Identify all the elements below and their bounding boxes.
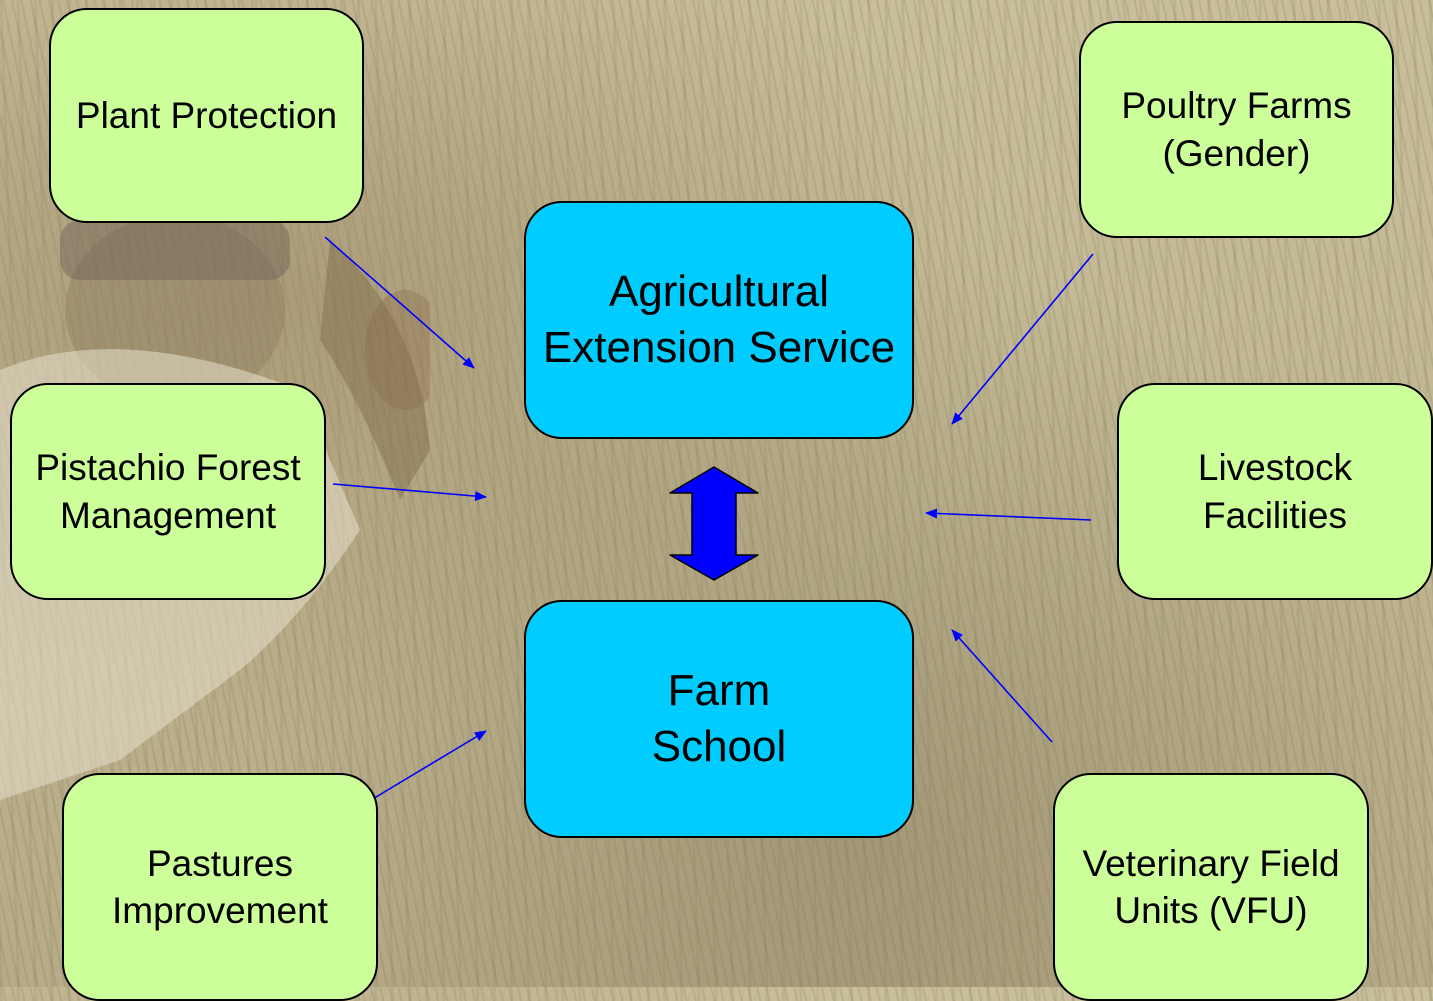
agricultural-extension-service-box: Agricultural Extension Service xyxy=(524,201,914,439)
farm-school-box: Farm School xyxy=(524,600,914,838)
poultry-arrow xyxy=(951,253,1094,425)
veterinary-field-units-label: Veterinary Field Units (VFU) xyxy=(1082,842,1340,931)
pistachio-forest-management-label: Pistachio Forest Management xyxy=(35,447,301,536)
plant-protection-arrow xyxy=(324,236,475,369)
vfu-arrow xyxy=(951,629,1053,743)
farm-school-label: Farm School xyxy=(651,665,787,771)
pistachio-arrow xyxy=(332,483,487,502)
pastures-improvement-box: Pastures Improvement xyxy=(62,773,378,1001)
plant-protection-label: Plant Protection xyxy=(75,94,338,136)
livestock-facilities-label: Livestock Facilities xyxy=(1197,447,1353,536)
pistachio-forest-management-box: Pistachio Forest Management xyxy=(10,383,326,600)
veterinary-field-units-box: Veterinary Field Units (VFU) xyxy=(1053,773,1369,1001)
poultry-farms-box: Poultry Farms (Gender) xyxy=(1079,21,1394,238)
pastures-improvement-label: Pastures Improvement xyxy=(112,842,328,931)
agricultural-extension-service-label: Agricultural Extension Service xyxy=(542,266,896,372)
double-arrow-icon xyxy=(669,466,759,581)
plant-protection-box: Plant Protection xyxy=(49,8,364,223)
poultry-farms-label: Poultry Farms (Gender) xyxy=(1121,85,1352,174)
livestock-facilities-box: Livestock Facilities xyxy=(1117,383,1433,600)
livestock-arrow xyxy=(925,508,1092,521)
